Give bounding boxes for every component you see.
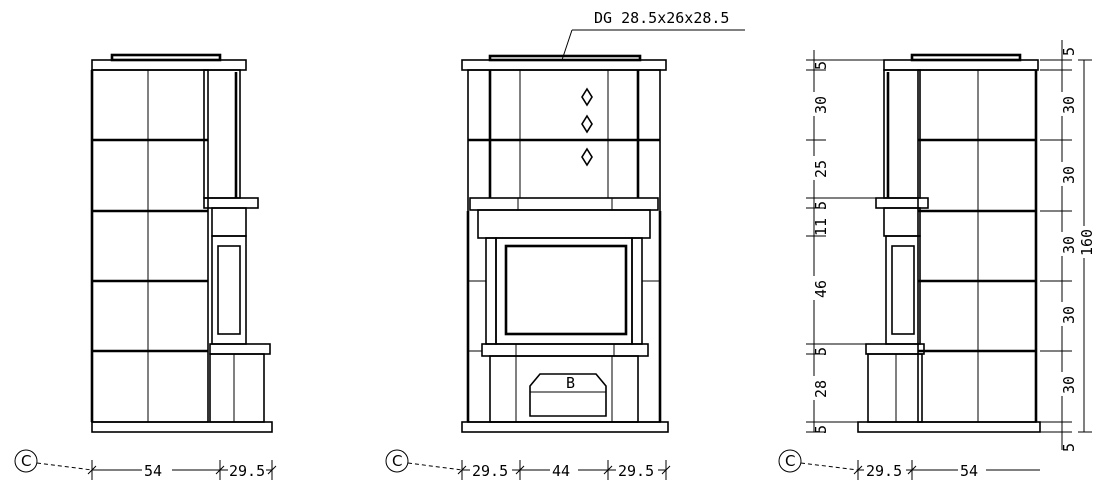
dim-depth-29-5: 29.5 — [229, 462, 265, 480]
dim-left-30: 30 — [812, 96, 830, 114]
front-view: DG 28.5x26x28.5 — [385, 9, 745, 480]
ash-door-label: B — [566, 374, 575, 392]
dim-right-30-c: 30 — [1060, 236, 1078, 254]
fire-door-glass — [504, 244, 628, 336]
section-marker-label: C — [392, 452, 402, 470]
dim-right-30-d: 30 — [1060, 306, 1078, 324]
diamond-ornament-1 — [581, 87, 593, 107]
ash-door — [529, 373, 607, 417]
dim-left-5-bottom: 5 — [812, 425, 830, 434]
dim-right-30-e: 30 — [1060, 376, 1078, 394]
dim-right-30-a: 30 — [1060, 96, 1078, 114]
dim-left-28: 28 — [812, 380, 830, 398]
dim-width-54: 54 — [144, 462, 162, 480]
diamond-ornament-2 — [581, 114, 593, 134]
right-side-view: 5 30 25 5 11 46 5 28 5 5 30 30 30 30 30 … — [778, 40, 1096, 480]
section-marker-c — [385, 449, 409, 473]
dim-left-5-top: 5 — [812, 61, 830, 70]
dim-right-30-b: 30 — [1060, 166, 1078, 184]
dim-depth-29-5: 29.5 — [866, 462, 902, 480]
callout-label: DG 28.5x26x28.5 — [594, 9, 729, 27]
dim-left-11: 11 — [812, 218, 830, 236]
section-marker-c — [14, 449, 38, 473]
dim-width-54: 54 — [960, 462, 978, 480]
section-marker-label: C — [785, 452, 795, 470]
dim-left-5-lower: 5 — [812, 347, 830, 356]
dim-left-29-5: 29.5 — [472, 462, 508, 480]
dim-right-5-top: 5 — [1060, 47, 1078, 56]
dim-right-5-bottom: 5 — [1060, 443, 1078, 452]
section-marker-label: C — [21, 452, 31, 470]
dim-total-height-160: 160 — [1078, 229, 1096, 256]
section-marker-c — [778, 449, 802, 473]
diamond-ornament-3 — [581, 147, 593, 167]
dim-left-5-shelf: 5 — [812, 201, 830, 210]
left-side-view: 54 29.5 C — [14, 53, 277, 480]
dim-left-25: 25 — [812, 160, 830, 178]
dim-right-29-5: 29.5 — [618, 462, 654, 480]
dim-left-46: 46 — [812, 280, 830, 298]
dim-center-44: 44 — [552, 462, 570, 480]
